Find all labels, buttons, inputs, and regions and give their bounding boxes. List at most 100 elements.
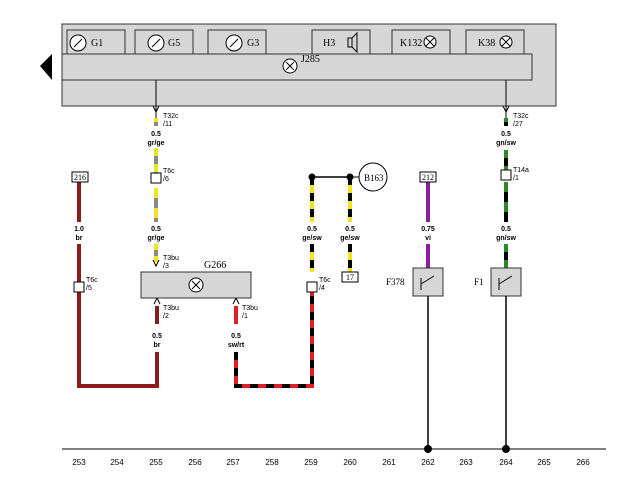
- ref-216: 216: [74, 173, 86, 182]
- gauge-label-g1: G1: [91, 38, 103, 49]
- buzzer-label: H3: [323, 38, 335, 49]
- conn-t14a-1-pin: /1: [513, 175, 519, 182]
- junction-node: [346, 173, 354, 181]
- lamp-cross-icon: [501, 37, 511, 47]
- pin-arrow-icon: [502, 105, 510, 114]
- junction-node: [308, 173, 316, 181]
- grid-number: 253: [72, 458, 86, 467]
- wire-size: 0.5: [151, 226, 161, 233]
- cluster-label: J285: [301, 54, 320, 65]
- wire-swrt-loop-stripe: [234, 290, 314, 388]
- conn-t3bu-3-name: T3bu: [163, 255, 179, 262]
- pin-socket-icon: [500, 169, 512, 181]
- grid-number: 262: [421, 458, 435, 467]
- grid-number: 255: [149, 458, 163, 467]
- lamp-cross-icon: [425, 37, 435, 47]
- ref-box-216: [71, 171, 89, 183]
- grid-number-row: 253 254 255 256 257 258 259 260 261 262 …: [72, 458, 590, 467]
- wire-color: ge/sw: [340, 235, 360, 242]
- wire-size: 0.5: [231, 333, 241, 340]
- conn-t14a-1-name: T14a: [513, 167, 529, 174]
- ground-point-label: B163: [364, 173, 384, 183]
- wire-size: 0.5: [501, 226, 511, 233]
- arrow-left-icon: [40, 54, 52, 80]
- lamp-label-k38: K38: [478, 38, 495, 49]
- conn-t6c-4-name: T6c: [319, 277, 331, 284]
- lamp-box-k38: [465, 29, 525, 55]
- pin-arrow-icon: [152, 259, 160, 268]
- wire-color: gr/ge: [147, 235, 164, 242]
- wire-br-loop: [77, 244, 159, 388]
- conn-t3bu-2-pin: /2: [163, 313, 169, 320]
- switch-f378-box: [412, 267, 444, 297]
- ground-point-circle: [358, 162, 388, 192]
- conn-t32c-11-pin: /11: [163, 121, 172, 128]
- connector-pins: [73, 105, 512, 305]
- grid-number: 257: [226, 458, 240, 467]
- sensor-cross-icon: [191, 280, 201, 290]
- ref-box-17: [341, 271, 359, 283]
- wire-color: gn/sw: [496, 235, 516, 242]
- wire-color: vi: [425, 235, 431, 242]
- ref-box-212: [419, 171, 437, 183]
- buzzer-box: [311, 29, 371, 55]
- conn-t32c-11-name: T32c: [163, 113, 179, 120]
- conn-t6c-6-name: T6c: [163, 168, 175, 175]
- switch-icon: [420, 275, 435, 290]
- speaker-icon: [347, 37, 353, 48]
- speaker-cone-icon: [351, 31, 358, 54]
- wire-color: gr/ge: [147, 140, 164, 147]
- grid-number: 256: [188, 458, 202, 467]
- conn-t32c-27-pin: /27: [513, 121, 523, 128]
- grid-number: 258: [265, 458, 279, 467]
- wire-size: 0.75: [421, 226, 435, 233]
- pin-socket-icon: [73, 281, 85, 293]
- switch-f1-box: [490, 267, 522, 297]
- grid-number: 264: [499, 458, 513, 467]
- sensor-g266-box: [140, 271, 252, 299]
- conn-t3bu-3-pin: /3: [163, 263, 169, 270]
- pin-arrow-icon: [152, 105, 160, 114]
- conn-t3bu-1-pin: /1: [242, 313, 248, 320]
- pin-arrow-icon: [153, 296, 161, 305]
- conn-t3bu-1-name: T3bu: [242, 305, 258, 312]
- conn-t6c-6-pin: /6: [163, 176, 169, 183]
- gauge-needle-icon: [229, 38, 239, 48]
- sensor-label: G266: [204, 260, 226, 271]
- grid-number: 263: [459, 458, 473, 467]
- wire-size: 0.5: [152, 333, 162, 340]
- switch-f378-label: F378: [386, 277, 405, 287]
- control-unit-cross-icon: [285, 61, 295, 71]
- wire-color: br: [154, 342, 161, 349]
- wire-color: ge/sw: [302, 235, 322, 242]
- gauge-label-g3: G3: [247, 38, 259, 49]
- grid-number: 259: [304, 458, 318, 467]
- grid-number: 265: [537, 458, 551, 467]
- gauge-needle-icon: [151, 38, 161, 48]
- gauge-label-g5: G5: [168, 38, 180, 49]
- grid-number: 266: [576, 458, 590, 467]
- conn-t6c-5-name: T6c: [86, 277, 98, 284]
- lamp-box-k132: [391, 29, 451, 55]
- wire-color: gn/sw: [496, 140, 516, 147]
- conn-t6c-4-pin: /4: [319, 285, 325, 292]
- wire-size: 0.5: [151, 131, 161, 138]
- pin-socket-icon: [306, 281, 318, 293]
- wire-color: sw/rt: [228, 342, 245, 349]
- wire-size: 0.5: [345, 226, 355, 233]
- grid-number: 254: [110, 458, 124, 467]
- ref-212: 212: [422, 173, 434, 182]
- grid-number: 261: [382, 458, 396, 467]
- wire-size: 0.5: [307, 226, 317, 233]
- pin-arrow-icon: [232, 296, 240, 305]
- conn-t32c-27-name: T32c: [513, 113, 529, 120]
- switch-icon: [498, 275, 513, 290]
- grid-number: 260: [343, 458, 357, 467]
- conn-t3bu-2-name: T3bu: [163, 305, 179, 312]
- switch-f1-label: F1: [474, 277, 484, 287]
- wire-size: 0.5: [501, 131, 511, 138]
- conn-t6c-5-pin: /5: [86, 285, 92, 292]
- wire-size: 1.0: [74, 226, 84, 233]
